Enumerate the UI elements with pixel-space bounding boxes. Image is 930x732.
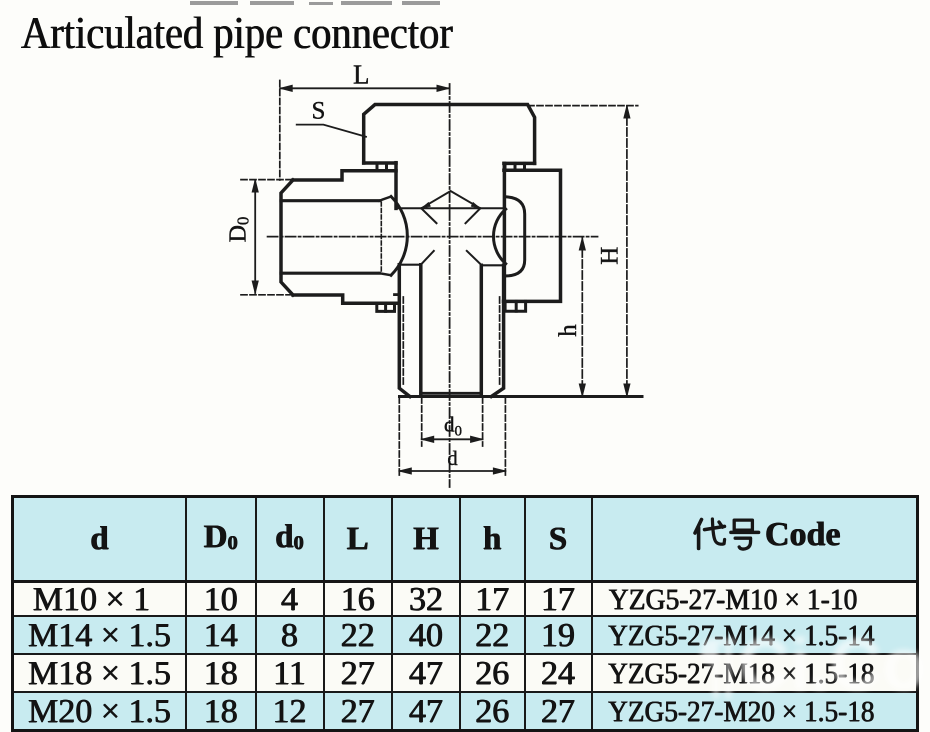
svg-text:L: L (353, 60, 370, 90)
svg-text:S: S (312, 98, 326, 125)
svg-text:d0: d0 (444, 412, 462, 439)
svg-text:D0: D0 (226, 217, 253, 243)
svg-text:h: h (555, 324, 582, 337)
svg-text:Code: Code (765, 517, 841, 553)
svg-text:H: H (597, 247, 624, 265)
svg-text:d: d (447, 448, 457, 470)
